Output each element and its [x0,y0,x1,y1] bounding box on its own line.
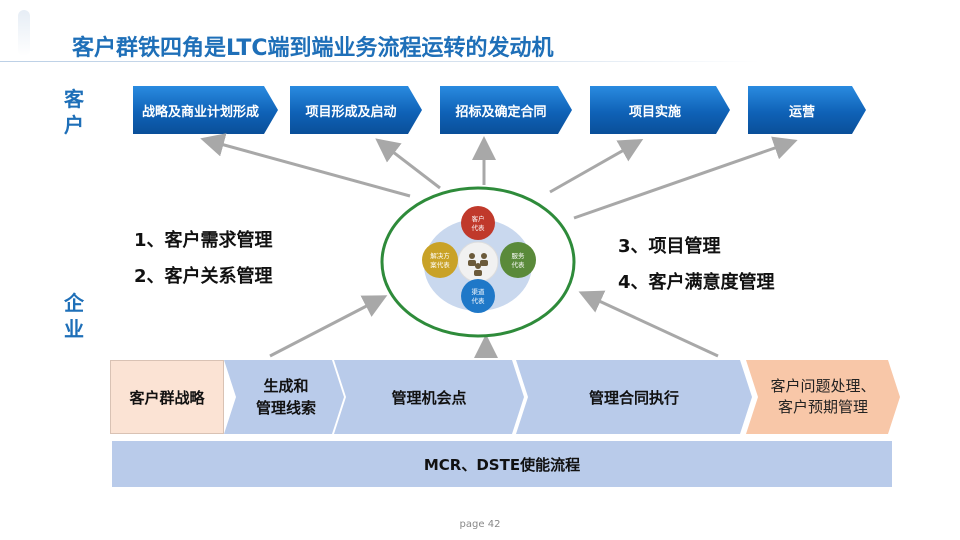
side-label-customer: 客 户 [62,86,86,138]
process-step-label: 生成和 [263,377,309,395]
stage-bidding-contract: 招标及确定合同 [440,86,572,134]
title-divider [0,61,760,62]
process-step-contract-execution: 管理合同执行 [516,360,752,434]
role-customer-rep-line1: 客户 [472,214,485,223]
role-solution-rep-line1: 解决方 [430,251,450,260]
role-solution-rep-line2: 案代表 [430,260,450,269]
mgmt-customer-relations: 2、客户关系管理 [134,266,273,287]
process-step-opportunity: 管理机会点 [334,360,524,434]
stage-project-implementation: 项目实施 [590,86,730,134]
page-title: 客户群铁四角是LTC端到端业务流程运转的发动机 [72,36,554,61]
role-solution-rep [422,242,458,278]
arrow-to-initiation [375,138,441,190]
side-label-enterprise-char: 业 [64,317,84,341]
process-step-label: 管理合同执行 [588,388,679,407]
mgmt-project: 3、项目管理 [618,236,721,257]
page-number: page 42 [459,519,501,530]
mgmt-customer-satisfaction: 4、客户满意度管理 [618,272,775,293]
arrow-from-leads [269,295,388,358]
side-label-enterprise: 企 业 [62,290,86,342]
side-label-customer-char: 客 [64,87,84,111]
stage-operation: 运营 [748,86,866,134]
process-step-label: 客户群战略 [129,388,205,407]
role-service-rep-line1: 服务 [512,251,526,260]
title-accent-bar [18,10,30,56]
iron-triangle-hub: 客户 代表 解决方 案代表 服务 代表 渠道 代表 [380,186,576,338]
side-label-customer-char: 户 [64,113,84,137]
process-step-label: 管理线索 [255,399,316,417]
arrow-to-operation [573,136,798,220]
process-step-label: 管理机会点 [391,388,467,407]
role-service-rep-line2: 代表 [512,260,526,269]
stage-strategy-plan: 战略及商业计划形成 [133,86,278,134]
role-channel-rep [461,279,495,313]
process-step-leads: 生成和 管理线索 [224,360,344,434]
process-step-customer-strategy: 客户群战略 [110,360,224,434]
enabling-process-bar: MCR、DSTE使能流程 [112,441,892,487]
arrow-to-implementation [549,139,644,194]
role-customer-rep [461,206,495,240]
role-customer-rep-line2: 代表 [472,223,486,232]
process-step-issue-expectation: 客户问题处理、 客户预期管理 [746,360,900,434]
role-channel-rep-line2: 代表 [472,296,486,305]
role-channel-rep-line1: 渠道 [472,287,486,296]
arrow-from-contract [578,290,719,358]
stage-project-initiation: 项目形成及启动 [290,86,422,134]
process-step-label: 客户预期管理 [777,398,868,416]
process-step-label: 客户问题处理、 [770,377,876,395]
mgmt-customer-needs: 1、客户需求管理 [134,230,273,251]
side-label-enterprise-char: 企 [64,291,84,315]
hub-people-icon [468,253,488,276]
arrow-to-strategy [200,133,411,198]
ltc-process-row: 客户群战略 生成和 管理线索 管理机会点 管理合同执行 客户问题处理、 客户预期… [110,360,900,434]
role-service-rep [500,242,536,278]
